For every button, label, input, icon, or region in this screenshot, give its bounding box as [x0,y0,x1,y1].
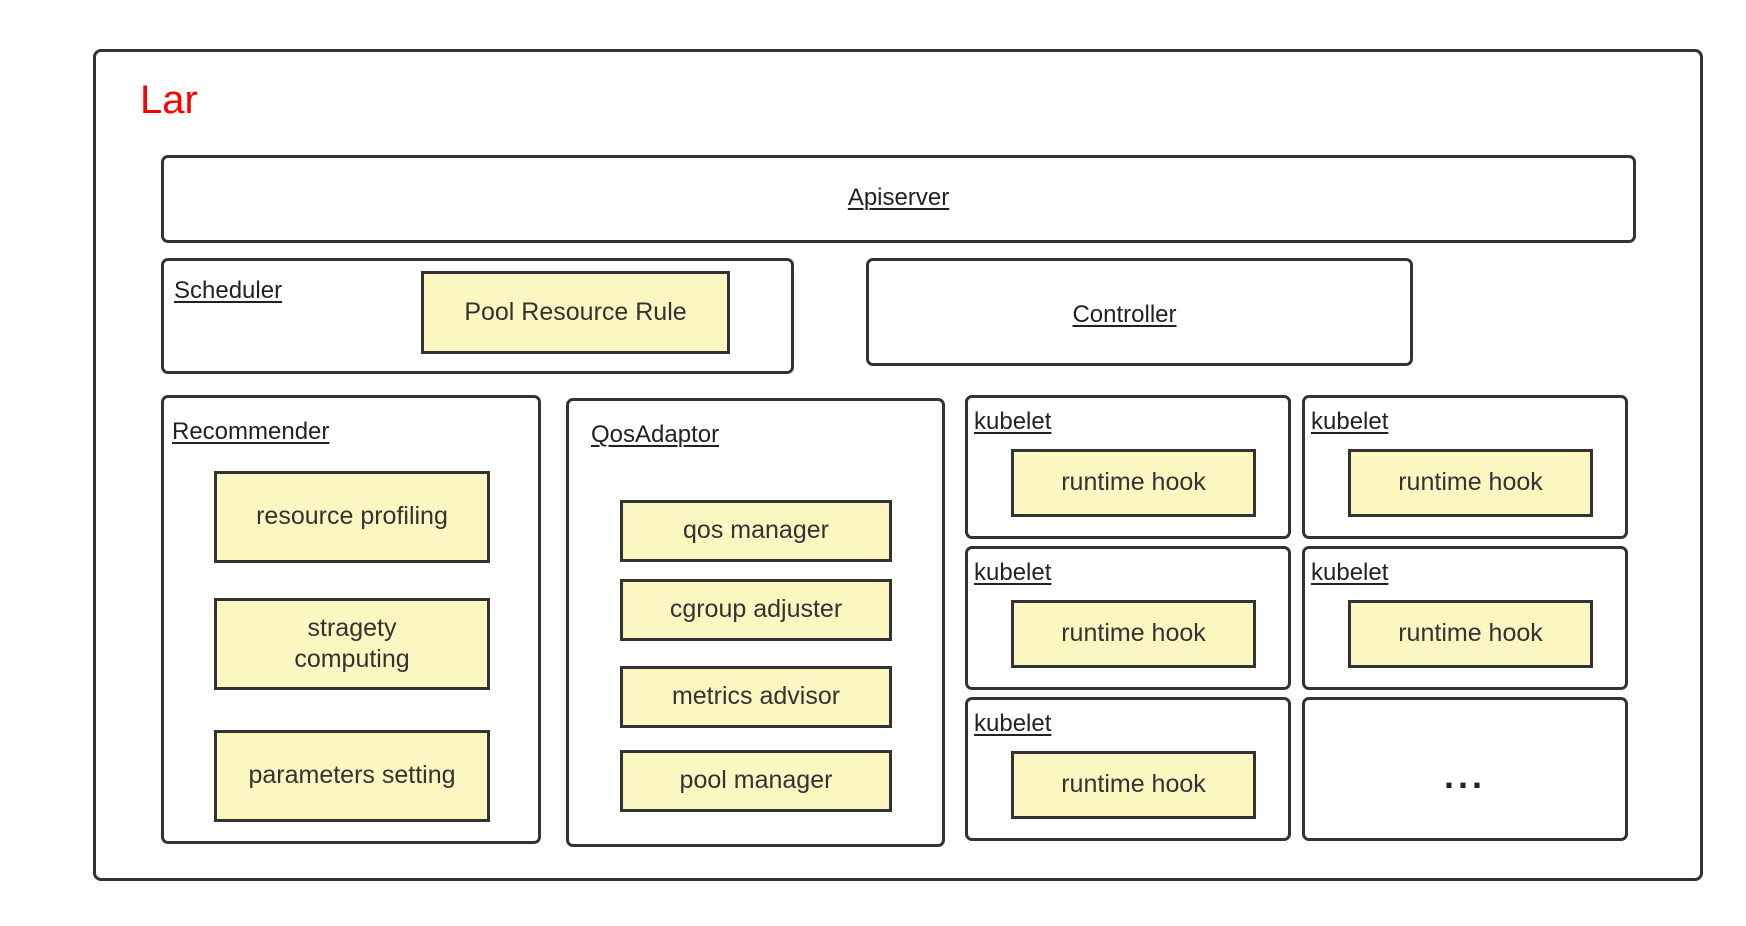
runtime-hook-box: runtime hook [1348,600,1593,668]
resource-profiling-box: resource profiling [214,471,490,563]
runtime-hook-box: runtime hook [1348,449,1593,517]
controller-label: Controller [1072,301,1177,328]
diagram-title: Lar [140,78,198,122]
apiserver-box: Apiserver [161,155,1636,243]
kubelet-label: kubelet [974,559,1052,586]
runtime-hook-box: runtime hook [1011,600,1256,668]
pool-manager-box: pool manager [620,750,892,812]
apiserver-label: Apiserver [847,184,950,211]
metrics-advisor-box: metrics advisor [620,666,892,728]
more-kubelets-box: ... [1302,697,1628,841]
kubelet-label: kubelet [974,710,1052,737]
qos-manager-box: qos manager [620,500,892,562]
controller-box: Controller [866,258,1413,366]
stragety-computing-box: stragety computing [214,598,490,690]
pool-resource-rule-box: Pool Resource Rule [421,271,730,354]
kubelet-label: kubelet [1311,559,1389,586]
qos-adaptor-label: QosAdaptor [591,421,720,448]
scheduler-label: Scheduler [174,277,283,304]
runtime-hook-box: runtime hook [1011,449,1256,517]
runtime-hook-box: runtime hook [1011,751,1256,819]
cgroup-adjuster-box: cgroup adjuster [620,579,892,641]
stragety-computing-label: stragety computing [294,613,410,673]
kubelet-label: kubelet [974,408,1052,435]
kubelet-label: kubelet [1311,408,1389,435]
ellipsis-label: ... [1443,755,1486,796]
recommender-label: Recommender [172,418,330,445]
parameters-setting-box: parameters setting [214,730,490,822]
